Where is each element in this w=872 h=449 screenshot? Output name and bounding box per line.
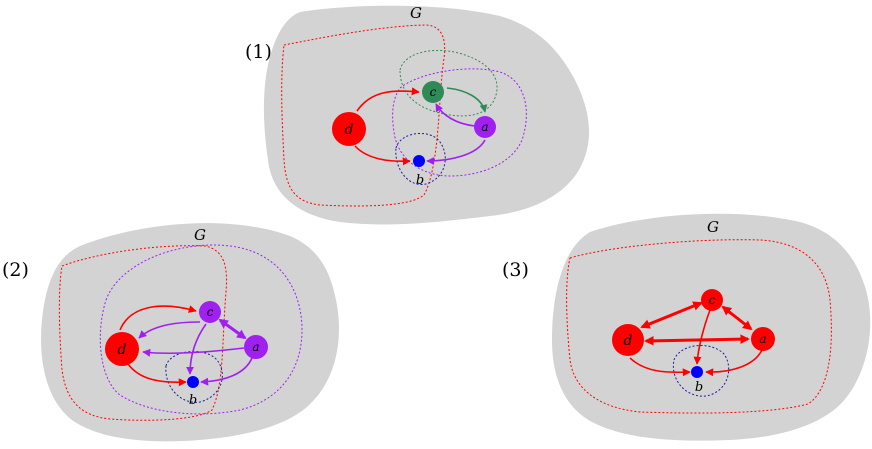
dotted-region-green — [399, 49, 498, 117]
node-label-a: a — [252, 340, 259, 354]
node-d — [612, 324, 644, 356]
edge-a-d — [142, 347, 245, 357]
node-d — [332, 112, 366, 146]
region-label-g: G — [194, 226, 206, 244]
dotted-region-red — [281, 24, 446, 207]
node-d — [105, 332, 139, 366]
node-label-d: d — [624, 333, 633, 349]
region-g-1 — [263, 5, 590, 225]
edge-d-c-double — [640, 301, 703, 329]
node-b — [187, 376, 199, 388]
dotted-region-red — [566, 239, 832, 414]
node-c — [199, 301, 221, 323]
node-label-b: b — [695, 380, 703, 395]
node-a — [751, 327, 775, 351]
panel-number: (2) — [2, 259, 29, 281]
edge-d-b — [354, 145, 411, 166]
edge-a-c — [435, 103, 476, 127]
node-label-d: d — [345, 122, 354, 138]
region-g-2 — [41, 223, 339, 442]
node-c — [422, 81, 444, 103]
dotted-region-red — [58, 245, 227, 421]
node-label-a: a — [481, 120, 488, 134]
panel-3: G (3) d c a b — [502, 213, 871, 441]
edge-c-d — [138, 321, 201, 339]
edge-c-a-double — [721, 305, 753, 331]
region-label-g: G — [707, 218, 719, 236]
node-label-b: b — [189, 393, 197, 408]
edge-a-b — [426, 139, 486, 165]
edge-d-a-double — [644, 334, 750, 346]
node-c — [701, 289, 723, 311]
dotted-region-blue — [165, 350, 223, 403]
node-label-a: a — [759, 332, 766, 346]
node-b — [691, 366, 703, 378]
node-label-c: c — [207, 305, 214, 319]
edge-c-b — [693, 309, 711, 365]
edge-a-b — [200, 357, 253, 386]
region-label-g: G — [410, 4, 422, 22]
panel-number: (1) — [245, 41, 272, 63]
panel-2: G (2) d c a b — [2, 223, 339, 442]
node-label-b: b — [416, 173, 424, 188]
node-label-c: c — [709, 293, 716, 307]
edge-d-b — [629, 357, 691, 377]
node-a — [474, 116, 496, 138]
edge-a-b — [705, 349, 763, 377]
region-g-3 — [552, 213, 871, 441]
panel-number: (3) — [502, 259, 529, 281]
edge-c-b — [186, 323, 207, 375]
node-a — [244, 335, 268, 359]
dotted-region-blue — [395, 133, 446, 185]
edge-d-b — [127, 363, 187, 387]
edge-c-a-double — [218, 318, 247, 340]
node-b — [413, 155, 425, 167]
edge-d-c — [119, 305, 197, 331]
panel-1: G (1) d c a b — [245, 4, 590, 225]
edge-c-a — [446, 87, 488, 113]
node-label-c: c — [430, 85, 437, 99]
edge-d-c — [356, 87, 420, 112]
node-label-d: d — [118, 342, 127, 358]
